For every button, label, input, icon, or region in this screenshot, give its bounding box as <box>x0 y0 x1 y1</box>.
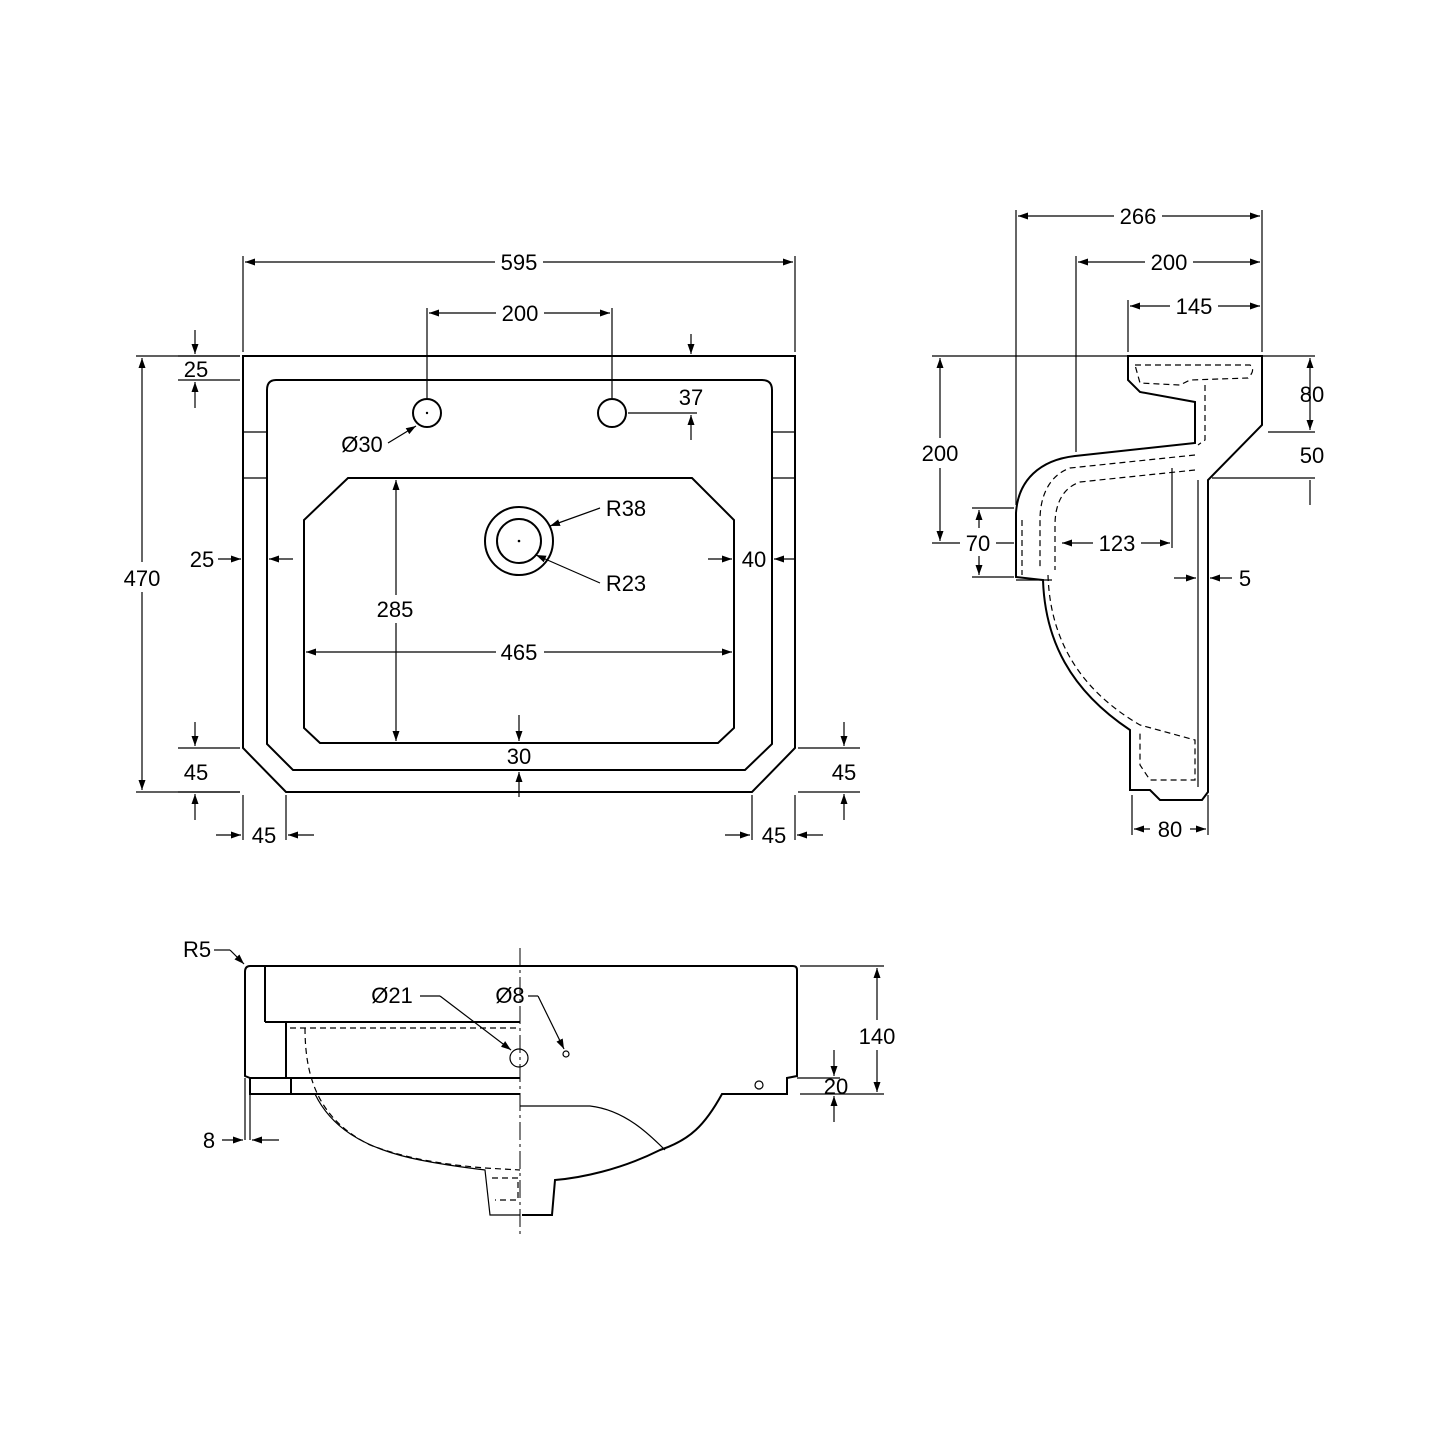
label-overflow-diameter: Ø21 <box>371 983 413 1008</box>
tap-hole-right <box>597 398 627 428</box>
dim-height-140: 140 <box>859 1024 896 1049</box>
dim-bowl-width: 465 <box>501 640 538 665</box>
dim-front-rim: 30 <box>507 744 531 769</box>
dim-bowl-depth: 285 <box>377 597 414 622</box>
dim-edge-8: 8 <box>203 1128 215 1153</box>
dim-corner-right-h: 45 <box>762 823 786 848</box>
label-tap-hole: Ø30 <box>341 432 383 457</box>
dim-wall-5: 5 <box>1239 566 1251 591</box>
bowl-outline <box>303 477 735 744</box>
dim-height-200: 200 <box>922 441 959 466</box>
dim-right-rim: 40 <box>742 547 766 572</box>
waste-inner-circle <box>496 518 542 564</box>
basin-rim <box>266 379 773 771</box>
label-waste-outer: R38 <box>606 496 646 521</box>
dim-back-edge: 25 <box>184 357 208 382</box>
tap-hole-left <box>412 398 442 428</box>
label-corner-radius: R5 <box>183 937 211 962</box>
label-waste-inner: R23 <box>606 571 646 596</box>
dim-depth-200: 200 <box>1151 250 1188 275</box>
dim-corner-left-v: 45 <box>184 760 208 785</box>
dim-length-123: 123 <box>1099 531 1136 556</box>
small-hole <box>562 1050 570 1058</box>
dim-tap-offset: 37 <box>679 385 703 410</box>
side-view: 266 200 145 80 50 200 70 <box>914 202 1324 843</box>
dim-base-80: 80 <box>1158 817 1182 842</box>
dim-total-depth: 266 <box>1120 204 1157 229</box>
front-view: R5 Ø21 Ø8 140 20 8 <box>183 937 904 1238</box>
plan-view: 595 200 25 37 Ø30 R38 R23 470 <box>116 248 860 848</box>
dim-bracket-lower: 50 <box>1300 443 1324 468</box>
basin-outline <box>242 355 796 793</box>
dim-tap-spacing: 200 <box>502 301 539 326</box>
dim-overall-width: 595 <box>501 250 538 275</box>
overflow-hole <box>509 1048 529 1068</box>
dim-overall-depth: 470 <box>124 566 161 591</box>
dim-height-20: 20 <box>824 1074 848 1099</box>
dim-corner-right-v: 45 <box>832 760 856 785</box>
dim-corner-left-h: 45 <box>252 823 276 848</box>
front-outline <box>250 965 798 1216</box>
label-hole-diameter: Ø8 <box>495 983 524 1008</box>
dim-depth-145: 145 <box>1176 294 1213 319</box>
waste-outer-circle <box>484 506 554 576</box>
dim-left-rim: 25 <box>190 547 214 572</box>
side-outline <box>1015 355 1263 801</box>
dim-height-70: 70 <box>966 531 990 556</box>
dim-bracket-height: 80 <box>1300 382 1324 407</box>
